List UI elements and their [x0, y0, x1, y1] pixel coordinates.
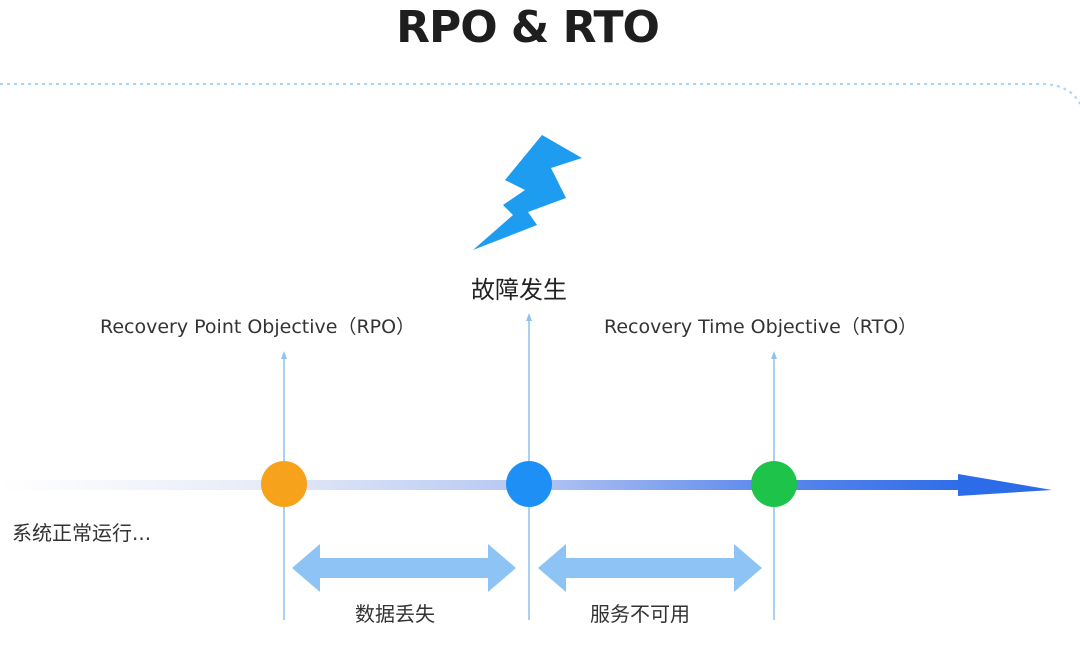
service-unavailable-double-arrow — [538, 544, 762, 592]
page-title: RPO & RTO — [396, 2, 660, 53]
fault-point — [506, 461, 552, 507]
rto-label: Recovery Time Objective（RTO） — [604, 316, 918, 338]
data-loss-label: 数据丢失 — [355, 602, 435, 626]
system-running-label: 系统正常运行... — [12, 521, 152, 545]
rpo-label: Recovery Point Objective（RPO） — [100, 316, 416, 338]
service-unavailable-label: 服务不可用 — [590, 602, 690, 626]
fault-label: 故障发生 — [471, 276, 567, 304]
rpo-point — [261, 461, 307, 507]
timeline-arrow — [0, 474, 1052, 496]
data-loss-double-arrow — [292, 544, 516, 592]
rto-point — [751, 461, 797, 507]
lightning-icon — [473, 135, 582, 250]
dashed-separator — [0, 83, 1080, 105]
